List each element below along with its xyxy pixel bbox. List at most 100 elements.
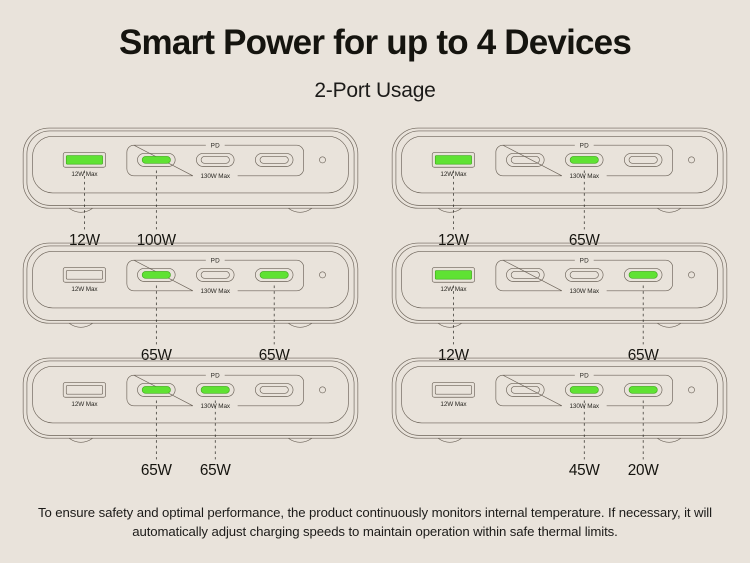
usb-c-port-2[interactable] xyxy=(565,267,604,282)
usb-a-inactive-indicator xyxy=(434,384,472,395)
usb-a-max-label: 12W Max xyxy=(71,285,98,292)
usb-c-port-1[interactable] xyxy=(506,152,545,167)
port-panel xyxy=(32,135,349,193)
thermal-safety-note: To ensure safety and optimal performance… xyxy=(38,504,712,539)
device-chassis xyxy=(22,357,359,439)
usb-c-2-callout: 45W xyxy=(569,461,601,478)
device-chassis xyxy=(22,242,359,324)
usb-c-2-callout: 65W xyxy=(569,231,601,248)
usb-a-max-label: 12W Max xyxy=(440,400,467,407)
device-feet xyxy=(68,437,313,443)
usb-a-port[interactable] xyxy=(431,266,475,283)
usb-c-port-2[interactable] xyxy=(196,382,235,397)
usb-a-active-indicator xyxy=(434,269,472,280)
device-cell-top-left: 12W Max PD 130W Max 12W 100W xyxy=(8,121,373,248)
device-feet xyxy=(437,207,682,213)
usb-a-max-label: 12W Max xyxy=(71,170,98,177)
usb-a-inactive-indicator xyxy=(65,384,103,395)
pd-group-bracket xyxy=(126,374,304,406)
pd-max-label: 130W Max xyxy=(570,288,600,295)
led-indicator-icon xyxy=(688,386,695,393)
usb-c-inactive-indicator xyxy=(510,155,540,164)
pd-max-label: 130W Max xyxy=(201,173,231,180)
usb-c-inactive-indicator xyxy=(510,270,540,279)
device-chassis xyxy=(391,357,728,439)
usb-a-port[interactable] xyxy=(431,381,475,398)
pd-label: PD xyxy=(580,372,589,379)
usb-a-max-label: 12W Max xyxy=(440,285,467,292)
usb-a-active-indicator xyxy=(65,154,103,165)
pd-label: PD xyxy=(580,257,589,264)
usb-c-inactive-indicator xyxy=(200,155,230,164)
usb-c-1-callout: 100W xyxy=(137,231,177,248)
device-diagram: 12W Max PD 130W Max 65W 65W xyxy=(22,357,359,478)
usb-a-port[interactable] xyxy=(62,266,106,283)
device-diagram: 12W Max PD 130W Max 12W 100W xyxy=(22,127,359,248)
usb-c-active-indicator xyxy=(569,155,599,164)
pd-label: PD xyxy=(211,142,220,149)
device-chassis xyxy=(391,127,728,209)
usb-a-callout: 12W xyxy=(438,231,470,248)
usb-c-active-indicator xyxy=(628,385,658,394)
pd-label: PD xyxy=(580,142,589,149)
usb-a-port[interactable] xyxy=(62,151,106,168)
usb-c-port-3[interactable] xyxy=(623,152,663,167)
led-indicator-icon xyxy=(319,271,326,278)
led-indicator-icon xyxy=(319,156,326,163)
usb-a-port[interactable] xyxy=(431,151,475,168)
usb-c-port-2[interactable] xyxy=(565,152,604,167)
usb-c-1-callout: 65W xyxy=(141,346,173,363)
usb-a-max-label: 12W Max xyxy=(440,170,467,177)
usb-c-3-callout: 65W xyxy=(259,346,291,363)
usb-c-inactive-indicator xyxy=(510,385,540,394)
page-title: Smart Power for up to 4 Devices xyxy=(118,23,632,62)
usb-c-3-callout: 20W xyxy=(628,461,660,478)
usb-c-port-3[interactable] xyxy=(254,382,294,397)
pd-group-bracket xyxy=(495,259,673,291)
device-cell-top-right: 12W Max PD 130W Max 12W 65W xyxy=(377,121,742,248)
device-diagram: 12W Max PD 130W Max 12W 65W xyxy=(391,127,728,248)
port-panel xyxy=(401,135,718,193)
led-indicator-icon xyxy=(688,156,695,163)
pd-group-bracket xyxy=(126,144,304,176)
usb-c-port-1[interactable] xyxy=(137,267,176,282)
usb-c-port-3[interactable] xyxy=(254,267,294,282)
usb-c-active-indicator xyxy=(200,385,230,394)
led-indicator-icon xyxy=(688,271,695,278)
usb-a-active-indicator xyxy=(434,154,472,165)
usb-a-callout: 12W xyxy=(438,346,470,363)
usb-c-1-callout: 65W xyxy=(141,461,173,478)
usb-c-port-1[interactable] xyxy=(506,382,545,397)
device-cell-bottom-left: 12W Max PD 130W Max 65W 65W xyxy=(8,351,373,478)
pd-group-bracket xyxy=(495,144,673,176)
usb-c-port-2[interactable] xyxy=(565,382,604,397)
usb-a-inactive-indicator xyxy=(65,269,103,280)
usb-c-port-3[interactable] xyxy=(623,382,663,397)
usb-c-inactive-indicator xyxy=(259,155,289,164)
usb-c-port-2[interactable] xyxy=(196,152,235,167)
device-chassis xyxy=(22,127,359,209)
usb-c-port-1[interactable] xyxy=(506,267,545,282)
usb-c-port-1[interactable] xyxy=(137,152,176,167)
usb-c-inactive-indicator xyxy=(259,385,289,394)
usb-c-port-3[interactable] xyxy=(254,152,294,167)
usb-a-port[interactable] xyxy=(62,381,106,398)
device-chassis xyxy=(391,242,728,324)
usb-c-3-callout: 65W xyxy=(628,346,660,363)
usb-c-port-1[interactable] xyxy=(137,382,176,397)
pd-max-label: 130W Max xyxy=(201,403,231,410)
pd-label: PD xyxy=(211,372,220,379)
device-feet xyxy=(437,437,682,443)
usb-a-callout: 12W xyxy=(69,231,101,248)
usb-c-port-2[interactable] xyxy=(196,267,235,282)
usb-c-active-indicator xyxy=(259,270,289,279)
led-indicator-icon xyxy=(319,386,326,393)
usb-c-2-callout: 65W xyxy=(200,461,232,478)
usb-c-port-3[interactable] xyxy=(623,267,663,282)
usb-a-max-label: 12W Max xyxy=(71,400,98,407)
usb-c-active-indicator xyxy=(628,270,658,279)
pd-max-label: 130W Max xyxy=(570,173,600,180)
